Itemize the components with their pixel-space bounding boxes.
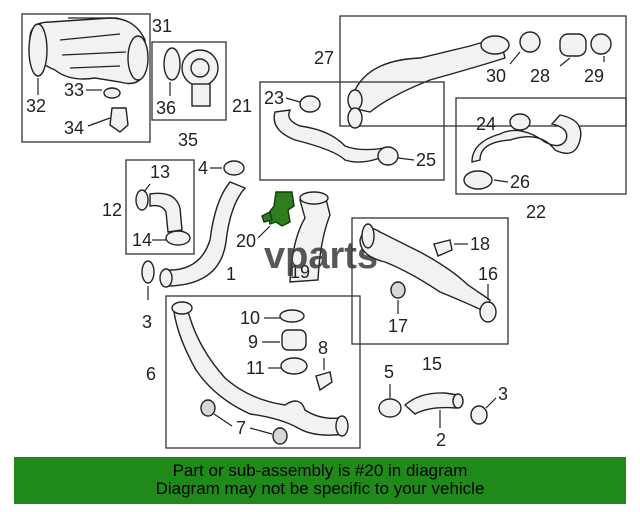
callout-25: 25	[416, 150, 436, 170]
group-box-27	[339, 15, 627, 127]
callout-13: 13	[150, 162, 170, 182]
vparts-watermark: vparts	[264, 235, 378, 277]
callout-36: 36	[156, 98, 176, 118]
callout-32: 32	[26, 96, 46, 116]
callout-4: 4	[198, 158, 208, 178]
grommet-part-17[interactable]	[390, 281, 406, 299]
clamp-part-14[interactable]	[165, 230, 191, 246]
footer-line-1: Part or sub-assembly is #20 in diagram	[172, 461, 468, 480]
seal-part-3-upper[interactable]	[141, 260, 155, 284]
callout-3a: 3	[142, 312, 152, 332]
hose-part-1[interactable]	[159, 181, 247, 288]
intake-pipe-part-31[interactable]	[29, 17, 149, 85]
ring-part-10[interactable]	[279, 309, 305, 323]
group-box-35	[151, 41, 227, 121]
callout-16: 16	[478, 264, 498, 284]
group-box-22	[455, 97, 627, 195]
clamp-part-4[interactable]	[223, 160, 245, 176]
callout-34: 34	[64, 118, 84, 138]
callout-14: 14	[132, 230, 152, 250]
callout-24: 24	[476, 114, 496, 134]
clamp-part-25[interactable]	[377, 146, 399, 166]
callout-5: 5	[384, 362, 394, 382]
hose-part-22[interactable]	[471, 114, 582, 163]
callout-27: 27	[314, 48, 334, 68]
callout-30: 30	[486, 66, 506, 86]
clamp-part-11[interactable]	[280, 357, 308, 375]
callout-2: 2	[436, 430, 446, 450]
bolt-part-18[interactable]	[433, 239, 453, 257]
callout-23: 23	[264, 88, 284, 108]
parts-diagram: 31 32 33 34 36 35 27 30 28 29 21 23 25	[21, 13, 627, 450]
callout-17: 17	[388, 316, 408, 336]
hose-part-21[interactable]	[273, 109, 386, 163]
callout-29: 29	[584, 66, 604, 86]
callout-8: 8	[318, 338, 328, 358]
bolt-part-8[interactable]	[315, 371, 333, 392]
footer-banner: Part or sub-assembly is #20 in diagram D…	[14, 457, 626, 504]
callout-7: 7	[236, 418, 246, 438]
grommet-part-7b[interactable]	[272, 427, 288, 445]
callout-28: 28	[530, 66, 550, 86]
sensor-part-34[interactable]	[109, 107, 129, 133]
group-box-12	[125, 159, 195, 255]
throttle-part-35[interactable]	[181, 49, 219, 107]
callout-18: 18	[470, 234, 490, 254]
callout-35: 35	[178, 130, 198, 150]
callout-11: 11	[246, 358, 265, 378]
charge-pipe-part-27[interactable]	[347, 35, 510, 129]
clamp-part-30[interactable]	[519, 31, 541, 53]
callout-19: 19	[290, 262, 310, 282]
callout-1: 1	[226, 264, 236, 284]
callout-10: 10	[240, 308, 260, 328]
callout-9: 9	[248, 332, 258, 352]
hose-part-12[interactable]	[149, 192, 183, 233]
hose-part-28[interactable]	[559, 33, 587, 57]
group-box-21	[259, 81, 445, 181]
pipe-part-15[interactable]	[359, 223, 491, 313]
hose-part-2[interactable]	[403, 392, 464, 415]
callout-6: 6	[146, 364, 156, 384]
callout-21: 21	[232, 96, 252, 116]
clamp-part-5[interactable]	[378, 398, 402, 418]
seal-part-3-lower[interactable]	[470, 405, 488, 425]
seal-part-13[interactable]	[135, 189, 149, 211]
clamp-part-24[interactable]	[509, 113, 531, 131]
clamp-part-23[interactable]	[299, 95, 321, 113]
bracket-part-20[interactable]	[261, 191, 295, 227]
callout-31: 31	[152, 16, 172, 36]
clamp-part-26[interactable]	[463, 170, 493, 190]
seal-part-16[interactable]	[479, 301, 497, 323]
callout-12: 12	[102, 200, 122, 220]
sleeve-part-9[interactable]	[281, 329, 307, 351]
group-box-15	[351, 217, 509, 345]
group-box-6	[165, 295, 361, 449]
callout-33: 33	[64, 80, 84, 100]
gasket-part-36[interactable]	[163, 47, 181, 81]
callout-15: 15	[422, 354, 442, 374]
callout-22: 22	[526, 202, 546, 222]
group-box-31	[21, 13, 151, 143]
callout-3b: 3	[498, 384, 508, 404]
clamp-part-29[interactable]	[590, 33, 612, 55]
seal-ring-part-32[interactable]	[28, 23, 48, 77]
callout-26: 26	[510, 172, 530, 192]
pipe-part-6[interactable]	[171, 301, 349, 437]
grommet-part-7a[interactable]	[200, 399, 216, 417]
pipe-part-19[interactable]	[289, 191, 331, 283]
callout-20: 20	[236, 231, 256, 251]
footer-line-2: Diagram may not be specific to your vehi…	[155, 479, 485, 498]
clip-part-33[interactable]	[103, 87, 121, 99]
